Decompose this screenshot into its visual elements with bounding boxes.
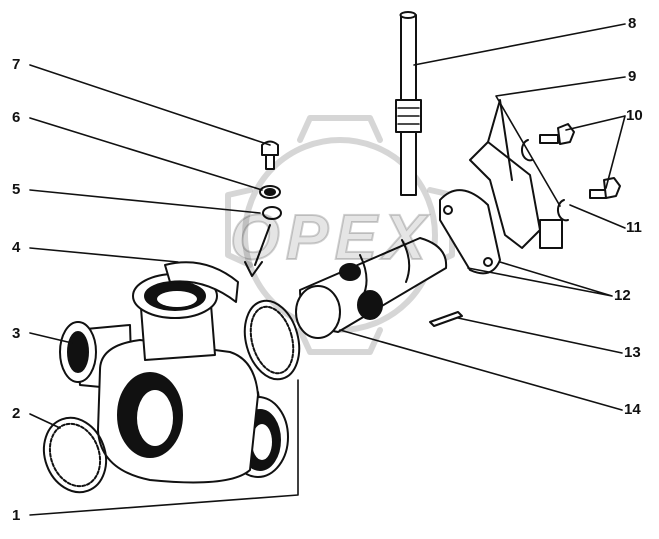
callout-4: 4 [12, 239, 21, 256]
callout-7: 7 [12, 56, 21, 73]
watermark: OPEX [229, 201, 432, 273]
cylindrical-plug [295, 237, 448, 339]
bracket [469, 99, 563, 249]
callout-1: 1 [12, 507, 21, 524]
c-rings [521, 139, 569, 222]
leader-lines [29, 23, 626, 516]
curved-insert [164, 261, 239, 303]
callout-6: 6 [12, 109, 21, 126]
callout-9: 9 [628, 68, 637, 85]
callout-3: 3 [12, 325, 21, 342]
callout-2: 2 [12, 405, 21, 422]
pin [429, 311, 463, 327]
gasket-left [42, 416, 108, 494]
callout-12: 12 [614, 287, 631, 304]
valve-body [59, 273, 289, 484]
vertical-rod [395, 11, 422, 196]
callout-8: 8 [628, 15, 637, 32]
small-fasteners [244, 140, 282, 277]
side-plate [439, 189, 501, 275]
callout-10: 10 [626, 107, 643, 124]
callout-5: 5 [12, 181, 21, 198]
callout-11: 11 [626, 219, 642, 236]
bolts [539, 123, 621, 199]
callout-14: 14 [624, 401, 641, 418]
gasket-right [243, 299, 301, 381]
callout-13: 13 [624, 344, 641, 361]
